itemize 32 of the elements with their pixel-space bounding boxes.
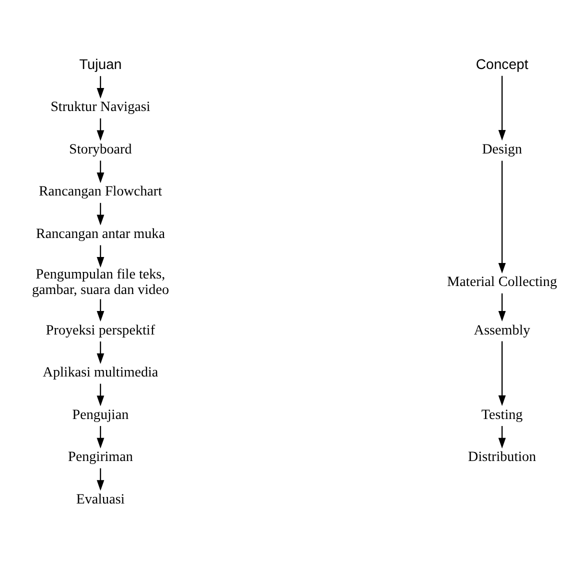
arrow bbox=[96, 341, 104, 364]
node-text: Storyboard bbox=[69, 141, 132, 158]
node-text: Rancangan antar muka bbox=[36, 226, 165, 242]
node-text: Concept bbox=[476, 56, 528, 72]
arrow bbox=[96, 299, 104, 322]
arrow bbox=[498, 426, 506, 448]
node-text: Design bbox=[482, 141, 522, 158]
arrow bbox=[498, 76, 506, 141]
node-text: Struktur Navigasi bbox=[50, 99, 150, 116]
arrow bbox=[96, 202, 104, 226]
node-text: Rancangan Flowchart bbox=[38, 184, 162, 200]
node-text: Assembly bbox=[474, 322, 530, 338]
node-text: Pengujian bbox=[72, 406, 129, 423]
arrow bbox=[498, 160, 506, 274]
node-text: Proyeksi perspektif bbox=[46, 322, 156, 338]
node-text: Pengiriman bbox=[68, 449, 133, 466]
node-text: Aplikasi multimedia bbox=[42, 364, 158, 381]
node-text: Testing bbox=[481, 406, 523, 423]
arrow bbox=[498, 341, 506, 406]
node-text: Evaluasi bbox=[76, 491, 125, 508]
arrow bbox=[96, 160, 104, 184]
arrow bbox=[96, 118, 104, 141]
arrow bbox=[96, 245, 104, 268]
node-text: Distribution bbox=[468, 449, 536, 466]
arrow bbox=[498, 293, 506, 322]
node-text: Pengumpulan file teks, gambar, suara dan video bbox=[32, 266, 170, 298]
arrow bbox=[96, 384, 104, 406]
arrow bbox=[96, 76, 104, 99]
node-text: Tujuan bbox=[79, 56, 122, 72]
arrow bbox=[96, 426, 104, 448]
arrow bbox=[96, 468, 104, 491]
node-text: Material Collecting bbox=[447, 274, 557, 290]
